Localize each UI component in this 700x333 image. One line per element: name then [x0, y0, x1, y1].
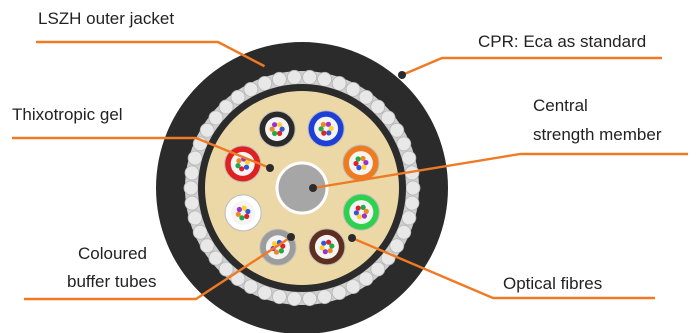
armour-wire	[302, 291, 318, 307]
central-strength-member-label-line2: strength member	[533, 125, 662, 144]
armour-wire	[199, 238, 215, 254]
thixotropic-gel-leader	[12, 136, 274, 172]
armour-wire	[345, 82, 361, 97]
armour-wire	[401, 150, 417, 166]
red-tube	[224, 145, 262, 183]
armour-wire	[187, 150, 203, 166]
cpr-leader	[398, 56, 662, 79]
green-tube	[342, 193, 380, 231]
buffer-tubes-label-line1: Coloured	[78, 244, 147, 263]
armour-wire	[370, 99, 386, 115]
armour-wire	[257, 76, 273, 91]
armour-wire	[184, 165, 200, 181]
armour-wire	[199, 122, 215, 138]
armour-wire	[218, 99, 234, 115]
central-strength-member-leader	[309, 152, 688, 192]
white-tube	[224, 194, 262, 232]
armour-wire	[286, 69, 302, 85]
buffer-tubes-label-line2: buffer tubes	[67, 272, 157, 291]
armour-wire	[271, 289, 287, 305]
armour-wire	[358, 271, 374, 287]
armour-wire	[389, 238, 405, 254]
armour-wire	[183, 180, 199, 196]
armour-wire	[331, 76, 347, 91]
armour-wire	[345, 279, 361, 295]
armour-wire	[331, 285, 347, 301]
armour-wire	[404, 195, 420, 211]
armour-wire	[187, 210, 203, 226]
armour-wire	[370, 261, 386, 277]
armour-wire	[317, 289, 333, 305]
outer-jacket-leader	[36, 40, 272, 72]
armour-wire	[243, 279, 259, 295]
armour-wire	[243, 82, 259, 97]
armour-wire	[302, 69, 318, 85]
armour-wire	[271, 71, 287, 87]
cpr-label: CPR: Eca as standard	[478, 32, 647, 51]
armour-wire	[317, 71, 333, 87]
leader-lines	[12, 40, 688, 301]
armour-wire	[389, 122, 405, 138]
central-strength-member	[275, 161, 329, 215]
cable-cross-section	[156, 42, 448, 333]
blue-tube	[307, 110, 345, 148]
buffer-tubes	[224, 110, 380, 266]
armour-wire	[230, 89, 246, 105]
orange-tube	[342, 144, 380, 182]
armour-wire	[396, 136, 412, 152]
armour-wire	[358, 89, 374, 105]
central-strength-member-label-line1: Central	[533, 96, 588, 115]
armour-wire	[286, 291, 302, 307]
armour-wire	[192, 224, 208, 240]
armour-wire	[218, 261, 234, 277]
armour-wire	[396, 224, 412, 240]
armour-wire	[401, 210, 417, 226]
armour-wire	[405, 180, 421, 196]
optical-fibres-label: Optical fibres	[503, 274, 603, 293]
armour-wire	[208, 110, 224, 126]
optical-fibres-leader	[348, 234, 655, 300]
outer-jacket-label: LSZH outer jacket	[38, 9, 175, 28]
thixotropic-gel-label: Thixotropic gel	[12, 105, 123, 124]
black-tube	[258, 110, 296, 148]
armour-wire	[257, 285, 273, 301]
brown-tube	[308, 228, 346, 266]
armour-wire	[380, 110, 396, 126]
armour-wire	[208, 250, 224, 266]
armour-wire	[184, 195, 200, 211]
buffer-tubes-leader	[24, 233, 295, 301]
